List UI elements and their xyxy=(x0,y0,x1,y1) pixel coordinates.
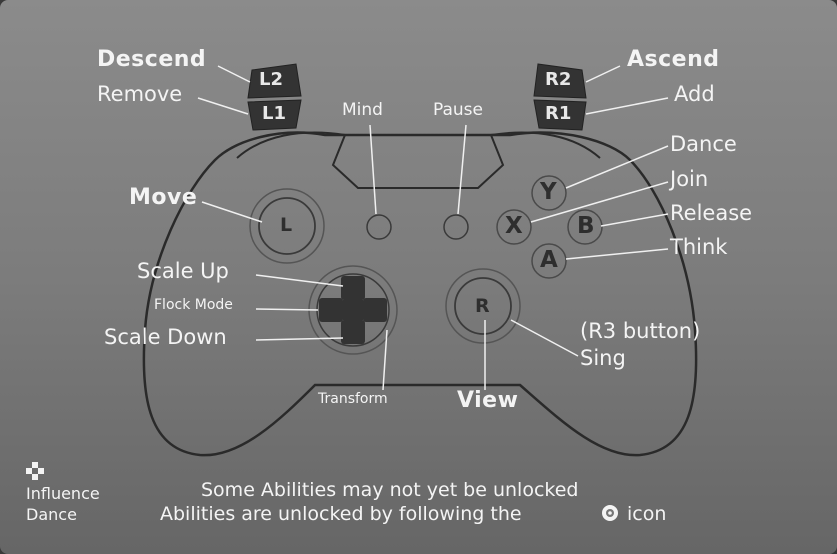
footer-line1: Some Abilities may not yet be unlocked xyxy=(201,479,579,501)
leader-lines xyxy=(197,65,669,391)
a-button-label: A xyxy=(540,247,558,273)
right-stick xyxy=(445,268,521,344)
l2-l1-trigger xyxy=(247,63,302,131)
join-label: Join xyxy=(670,167,709,191)
remove-label: Remove xyxy=(97,82,183,106)
pause-label: Pause xyxy=(433,100,483,120)
b-button-label: B xyxy=(577,213,595,239)
left-stick xyxy=(249,188,325,264)
legend-dance: Dance xyxy=(26,505,77,524)
left-stick-label: L xyxy=(280,214,293,236)
legend-influence: Influence xyxy=(26,484,100,503)
right-stick-label: R xyxy=(475,295,490,317)
dpad-icon xyxy=(26,462,44,480)
r3-button-label: (R3 button) xyxy=(580,319,701,343)
mind-button-shape xyxy=(366,214,392,240)
y-button-label: Y xyxy=(540,179,557,205)
face-buttons xyxy=(496,175,603,279)
transform-label: Transform xyxy=(318,391,388,407)
release-label: Release xyxy=(670,201,753,225)
descend-label: Descend xyxy=(97,47,207,72)
x-button-label: X xyxy=(505,213,523,239)
dpad xyxy=(308,265,398,355)
scale-down-label: Scale Down xyxy=(104,325,227,349)
dance-label: Dance xyxy=(670,132,737,156)
footer-line2-suffix: icon xyxy=(627,503,667,525)
flock-mode-label: Flock Mode xyxy=(154,297,233,313)
bumper-left xyxy=(236,131,346,159)
l1-label: L1 xyxy=(262,103,286,124)
ascend-label: Ascend xyxy=(627,47,720,72)
mind-label: Mind xyxy=(342,100,383,120)
footer-line2-prefix: Abilities are unlocked by following the xyxy=(160,503,522,525)
controller-outline xyxy=(142,131,698,457)
r2-label: R2 xyxy=(545,69,572,90)
r2-r1-trigger xyxy=(533,63,587,131)
ability-unlock-icon xyxy=(602,505,618,521)
pause-button-shape xyxy=(443,214,469,240)
bumper-right xyxy=(490,131,601,159)
r1-label: R1 xyxy=(545,103,572,124)
view-label: View xyxy=(457,388,519,413)
add-label: Add xyxy=(674,82,715,106)
scale-up-label: Scale Up xyxy=(137,259,229,283)
think-label: Think xyxy=(670,235,728,259)
center-panel xyxy=(331,134,505,189)
sing-label: Sing xyxy=(580,346,626,370)
move-label: Move xyxy=(129,185,198,210)
l2-label: L2 xyxy=(259,69,283,90)
